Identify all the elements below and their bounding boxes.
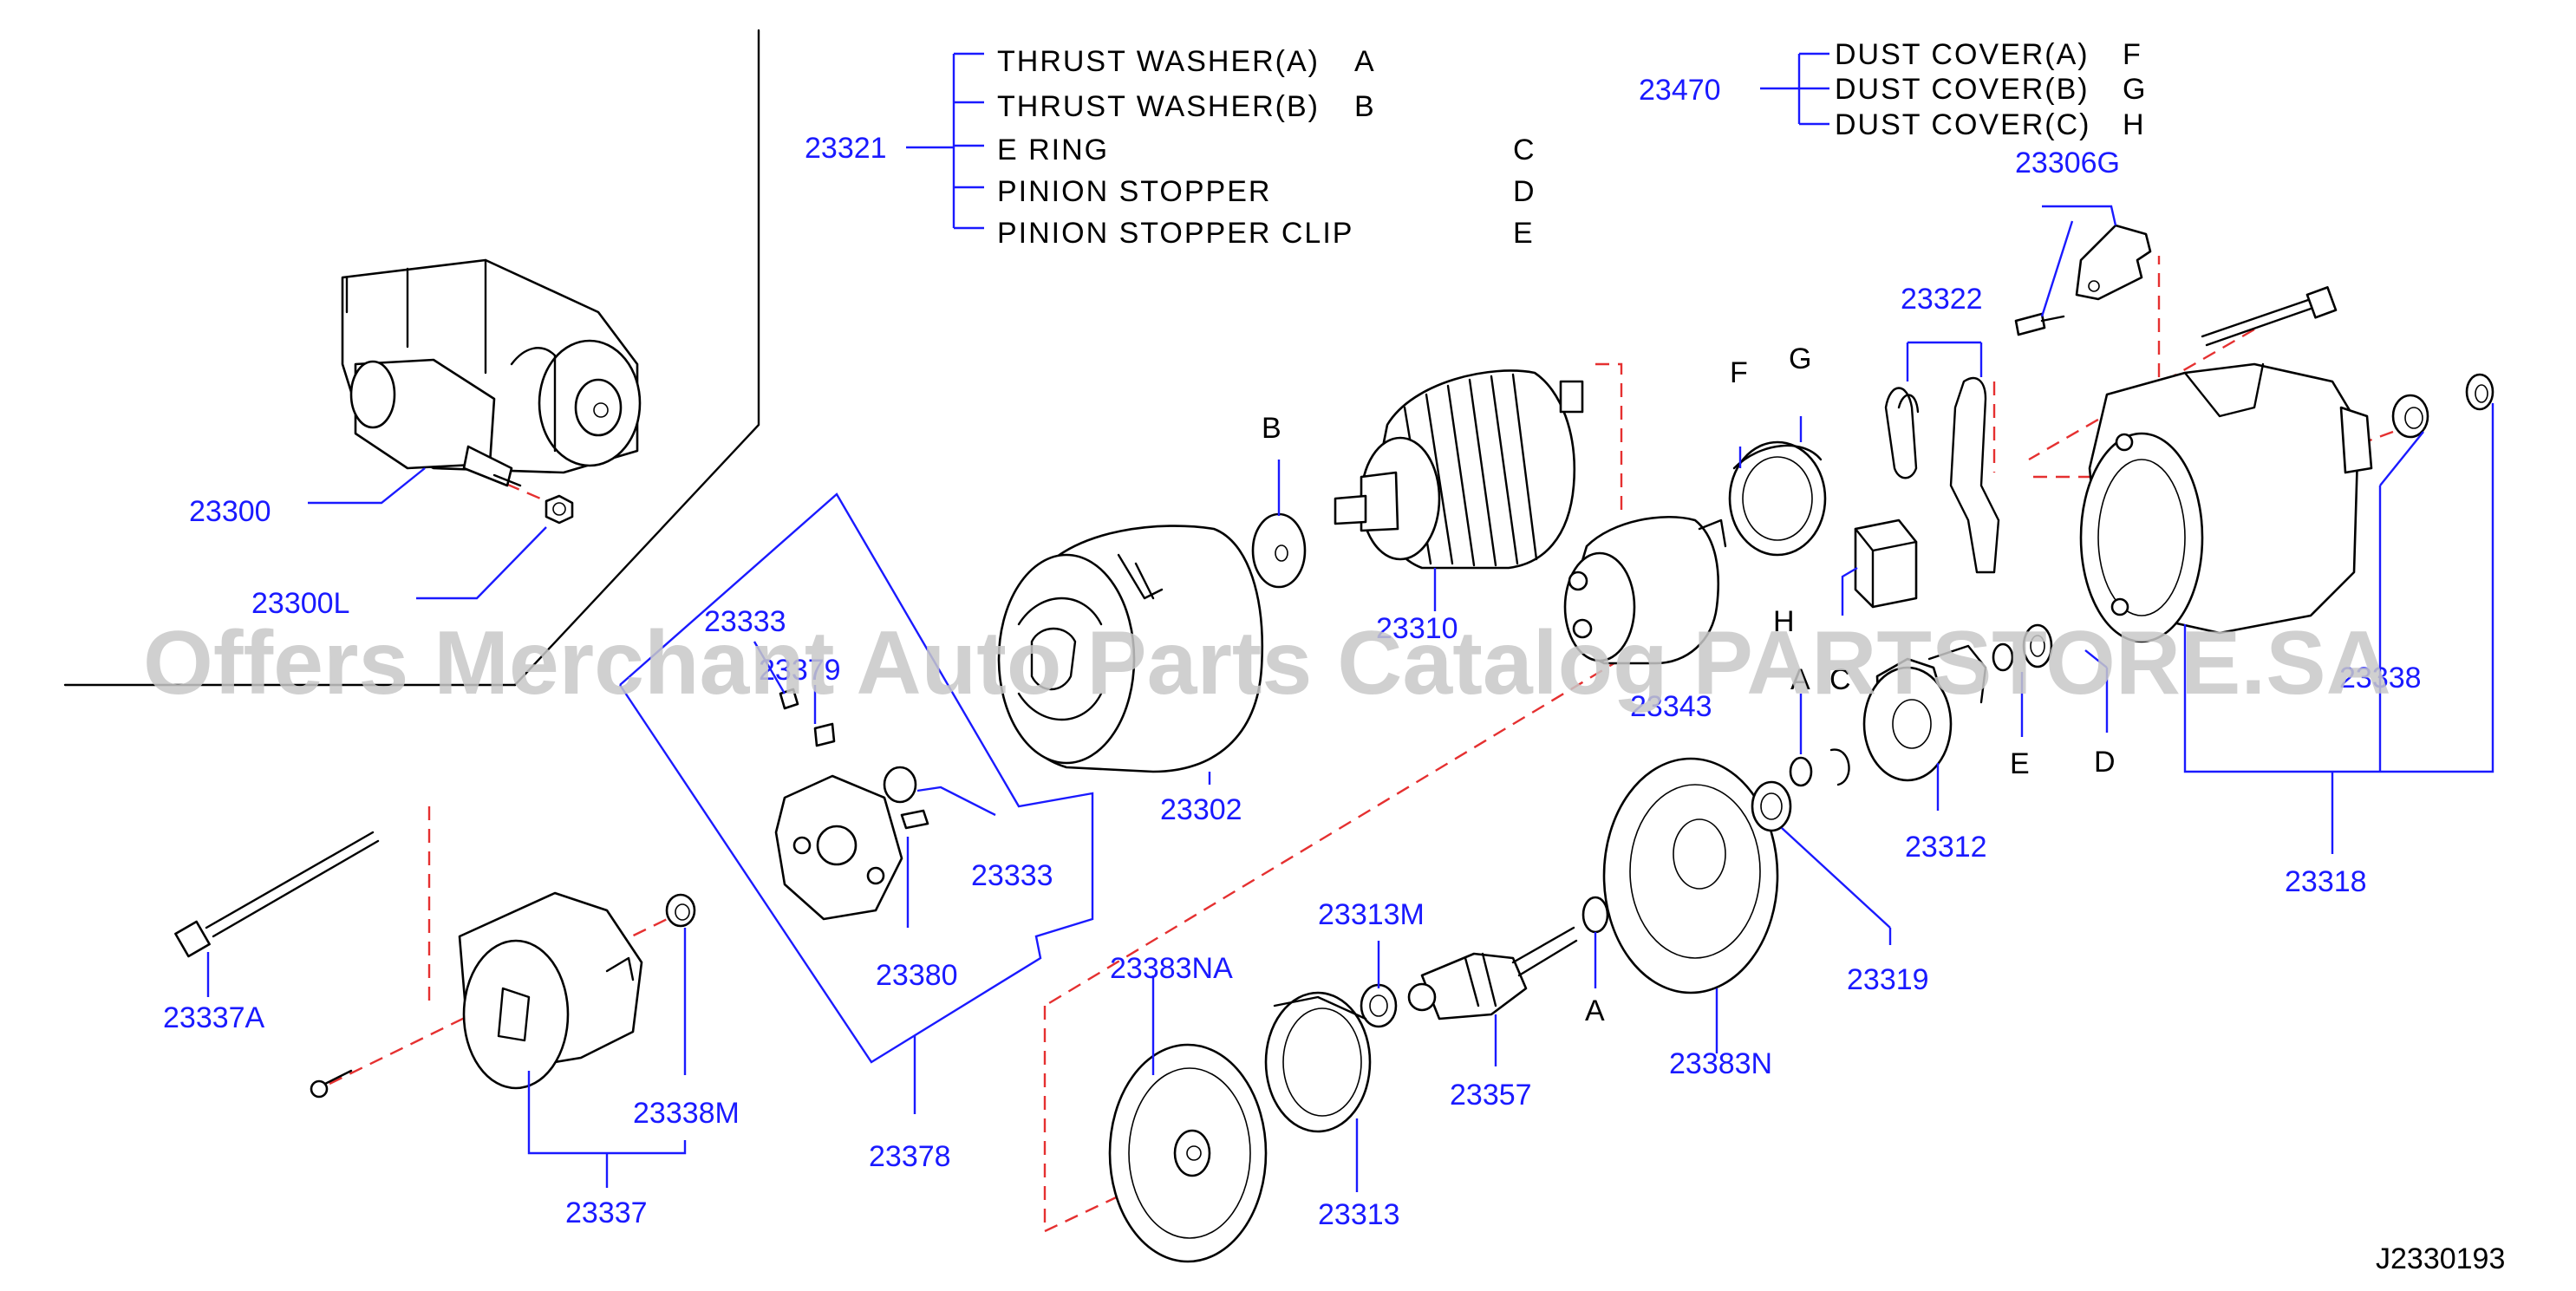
solenoid-drawing[interactable] bbox=[1563, 515, 1727, 665]
legend-item-name: DUST COVER(A) bbox=[1835, 38, 2090, 71]
diagram-code: J2330193 bbox=[2376, 1242, 2505, 1275]
legend-item-code: B bbox=[1354, 90, 1376, 123]
callout-c: C bbox=[1829, 663, 1851, 696]
shift-lever-drawing[interactable] bbox=[1884, 376, 2000, 574]
part-label-23337A[interactable]: 23337A bbox=[163, 1001, 265, 1034]
callout-h: H bbox=[1773, 605, 1795, 638]
callout-a-lower: A bbox=[1585, 994, 1605, 1027]
dust-cover-h-drawing[interactable] bbox=[1854, 518, 1918, 609]
housing-bolt-drawing[interactable] bbox=[2201, 286, 2338, 347]
watermark: Offers Merchant Auto Parts Catalog PARTS… bbox=[143, 613, 2391, 714]
part-label-23312[interactable]: 23312 bbox=[1905, 831, 1987, 864]
pinion-drawing[interactable] bbox=[1862, 644, 1987, 782]
callout-f: F bbox=[1730, 356, 1748, 389]
thrust-washer-b-drawing[interactable] bbox=[1251, 512, 1307, 589]
pinion-shaft-drawing[interactable] bbox=[1407, 926, 1578, 1020]
legend-item-code: A bbox=[1354, 45, 1376, 78]
front-housing-drawing[interactable] bbox=[2079, 362, 2373, 643]
legend-23470-number[interactable]: 23470 bbox=[1639, 74, 1721, 107]
internal-gear-drawing[interactable] bbox=[1264, 991, 1372, 1133]
part-label-23322[interactable]: 23322 bbox=[1901, 283, 1983, 316]
legend-23321: 23321 THRUST WASHER(A) A THRUST WASHER(B… bbox=[805, 45, 1536, 250]
part-label-23313[interactable]: 23313 bbox=[1318, 1198, 1400, 1231]
legend-item-name: E RING bbox=[997, 134, 1109, 166]
part-label-23343[interactable]: 23343 bbox=[1630, 690, 1712, 723]
part-label-23333-top[interactable]: 23333 bbox=[704, 605, 786, 638]
legend-item-code: G bbox=[2123, 73, 2147, 106]
part-label-23378[interactable]: 23378 bbox=[869, 1140, 951, 1173]
rear-housing-drawing[interactable] bbox=[458, 891, 643, 1090]
letter-callouts: B F G H A C E D A bbox=[1262, 342, 2116, 1027]
starter-assembly-drawing[interactable] bbox=[341, 258, 642, 487]
part-label-23338M[interactable]: 23338M bbox=[633, 1097, 740, 1130]
part-label-23383NA[interactable]: 23383NA bbox=[1110, 952, 1233, 985]
part-label-23300L[interactable]: 23300L bbox=[251, 587, 349, 620]
legend-23470: 23470 DUST COVER(A) F DUST COVER(B) G DU… bbox=[1639, 38, 2147, 141]
part-label-23357[interactable]: 23357 bbox=[1450, 1079, 1532, 1112]
part-label-23383N[interactable]: 23383N bbox=[1669, 1047, 1772, 1080]
callout-a-upper: A bbox=[1790, 663, 1810, 696]
part-label-23313M[interactable]: 23313M bbox=[1318, 898, 1425, 931]
legend-item-code: C bbox=[1513, 134, 1536, 166]
legend-item-name: THRUST WASHER(A) bbox=[997, 45, 1320, 78]
plate-23383NA-drawing[interactable] bbox=[1108, 1043, 1268, 1263]
part-label-23300[interactable]: 23300 bbox=[189, 495, 271, 528]
screw-bushing-drawing[interactable] bbox=[310, 893, 696, 1099]
part-label-23318[interactable]: 23318 bbox=[2285, 865, 2367, 898]
rings-ace-drawing[interactable] bbox=[1789, 623, 2053, 787]
legend-item-code: E bbox=[1513, 217, 1535, 250]
long-bolt-drawing[interactable] bbox=[174, 831, 380, 958]
legend-item-name: DUST COVER(B) bbox=[1835, 73, 2090, 106]
thrust-washer-a-drawing[interactable] bbox=[1581, 896, 1609, 934]
legend-item-name: PINION STOPPER CLIP bbox=[997, 217, 1353, 250]
part-label-23338[interactable]: 23338 bbox=[2339, 662, 2422, 694]
legend-item-code: F bbox=[2123, 38, 2142, 71]
lever-plate-drawing[interactable] bbox=[2014, 224, 2152, 336]
part-label-23306G[interactable]: 23306G bbox=[2015, 147, 2120, 179]
legend-item-name: PINION STOPPER bbox=[997, 175, 1271, 208]
part-label-23302[interactable]: 23302 bbox=[1160, 793, 1242, 826]
callout-e: E bbox=[2010, 747, 2030, 780]
callout-d: D bbox=[2094, 746, 2116, 779]
frame-lines bbox=[63, 29, 760, 687]
bushing-drawing[interactable] bbox=[2391, 373, 2494, 439]
gear-23313M-drawing[interactable] bbox=[1360, 983, 1398, 1028]
armature-drawing[interactable] bbox=[1334, 369, 1584, 570]
ring-23319-drawing[interactable] bbox=[1751, 780, 1792, 832]
yoke-drawing[interactable] bbox=[997, 525, 1263, 773]
clutch-shell-drawing[interactable] bbox=[1602, 757, 1779, 994]
legend-item-code: D bbox=[1513, 175, 1536, 208]
part-label-23333-right[interactable]: 23333 bbox=[971, 859, 1053, 892]
part-label-23380[interactable]: 23380 bbox=[876, 959, 958, 992]
legend-item-code: H bbox=[2123, 108, 2146, 141]
callout-g: G bbox=[1789, 342, 1811, 375]
part-label-23319[interactable]: 23319 bbox=[1847, 963, 1929, 996]
part-label-23337[interactable]: 23337 bbox=[565, 1196, 648, 1229]
legend-item-name: DUST COVER(C) bbox=[1835, 108, 2091, 141]
leader-lines bbox=[206, 205, 2494, 1192]
brush-holder-drawing[interactable] bbox=[774, 688, 929, 921]
part-label-23379[interactable]: 23379 bbox=[759, 654, 841, 687]
part-label-23310[interactable]: 23310 bbox=[1376, 612, 1458, 645]
legend-item-name: THRUST WASHER(B) bbox=[997, 90, 1320, 123]
nut-23300L-drawing[interactable] bbox=[545, 494, 574, 525]
callout-b: B bbox=[1262, 412, 1281, 445]
part-labels: 23300 23300L 23306G 23322 23310 23302 23… bbox=[163, 147, 2422, 1231]
legend-23321-number[interactable]: 23321 bbox=[805, 132, 887, 165]
dust-cover-fg-drawing[interactable] bbox=[1728, 440, 1827, 557]
